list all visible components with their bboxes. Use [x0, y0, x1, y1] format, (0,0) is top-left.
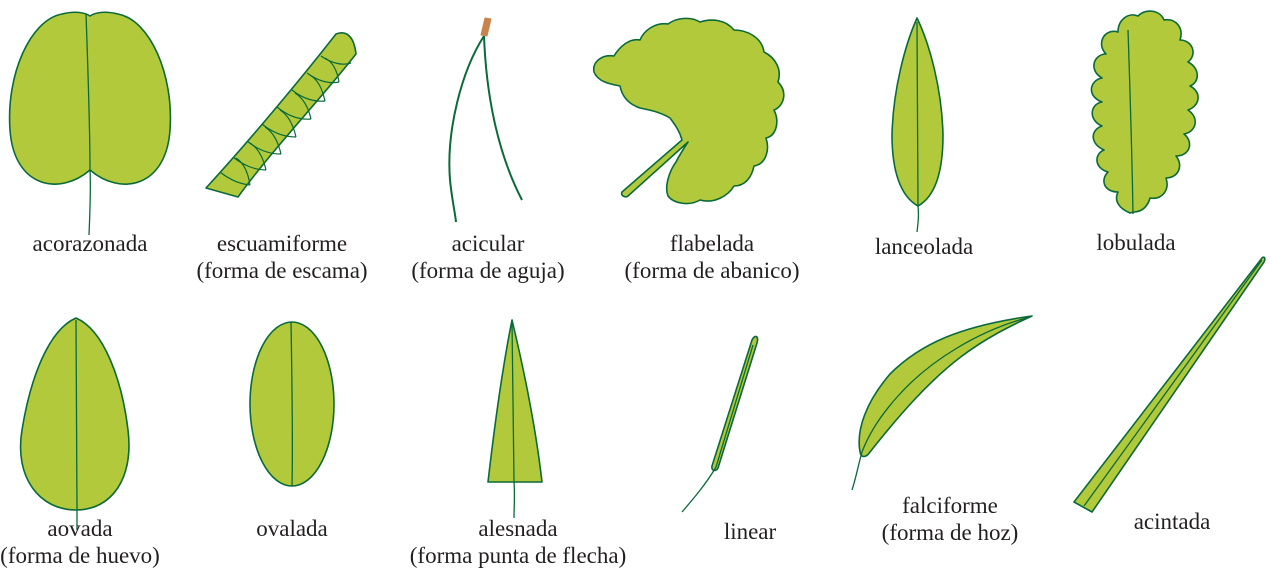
- leaf-name: acintada: [1133, 509, 1211, 534]
- leaf-name: lobulada: [1096, 230, 1176, 255]
- leaf-name: aovada: [47, 516, 113, 541]
- leaf-aovada: [19, 317, 130, 530]
- leaf-falciforme: [851, 315, 1033, 491]
- leaf-linear: [681, 335, 759, 513]
- label-acintada: acintada: [1134, 508, 1211, 535]
- leaf-name: flabelada: [669, 231, 755, 256]
- leaf-acorazonada: [8, 11, 172, 236]
- label-flabelada: flabelada (forma de abanico): [625, 230, 800, 284]
- leaf-name: acorazonada: [32, 231, 148, 256]
- leaf-flabelada: [592, 17, 785, 205]
- label-alesnada: alesnada (forma punta de flecha): [410, 515, 626, 569]
- leaf-ovalada: [249, 321, 335, 487]
- leaf-lanceolada: [891, 17, 944, 233]
- leaf-alesnada: [487, 319, 543, 519]
- label-ovalada: ovalada: [256, 515, 328, 542]
- label-aovada: aovada (forma de huevo): [0, 515, 160, 569]
- label-falciforme: falciforme (forma de hoz): [882, 492, 1019, 546]
- leaf-escuamiforme: [205, 32, 357, 198]
- leaf-name: linear: [723, 519, 777, 544]
- leaf-acintada: [1073, 256, 1266, 513]
- leaf-acicular: [448, 17, 523, 223]
- leaf-name: acicular: [451, 231, 525, 256]
- leaf-note: (forma de escama): [196, 258, 368, 283]
- leaf-note: (forma punta de flecha): [409, 543, 627, 568]
- label-lanceolada: lanceolada: [875, 233, 973, 260]
- label-acicular: acicular (forma de aguja): [411, 230, 564, 284]
- leaf-note: (forma de hoz): [881, 520, 1019, 545]
- label-linear: linear: [724, 518, 776, 545]
- leaf-name: lanceolada: [874, 234, 974, 259]
- label-lobulada: lobulada: [1096, 229, 1175, 256]
- leaf-name: escuamiforme: [216, 231, 348, 256]
- leaf-note: (forma de abanico): [624, 258, 800, 283]
- leaf-name: alesnada: [478, 516, 558, 541]
- leaf-note: (forma de huevo): [0, 543, 160, 568]
- leaf-name: ovalada: [256, 516, 328, 541]
- leaf-note: (forma de aguja): [411, 258, 565, 283]
- leaf-lobulada: [1090, 10, 1199, 215]
- leaf-name: falciforme: [902, 493, 998, 518]
- label-escuamiforme: escuamiforme (forma de escama): [196, 230, 367, 284]
- label-acorazonada: acorazonada: [33, 230, 148, 257]
